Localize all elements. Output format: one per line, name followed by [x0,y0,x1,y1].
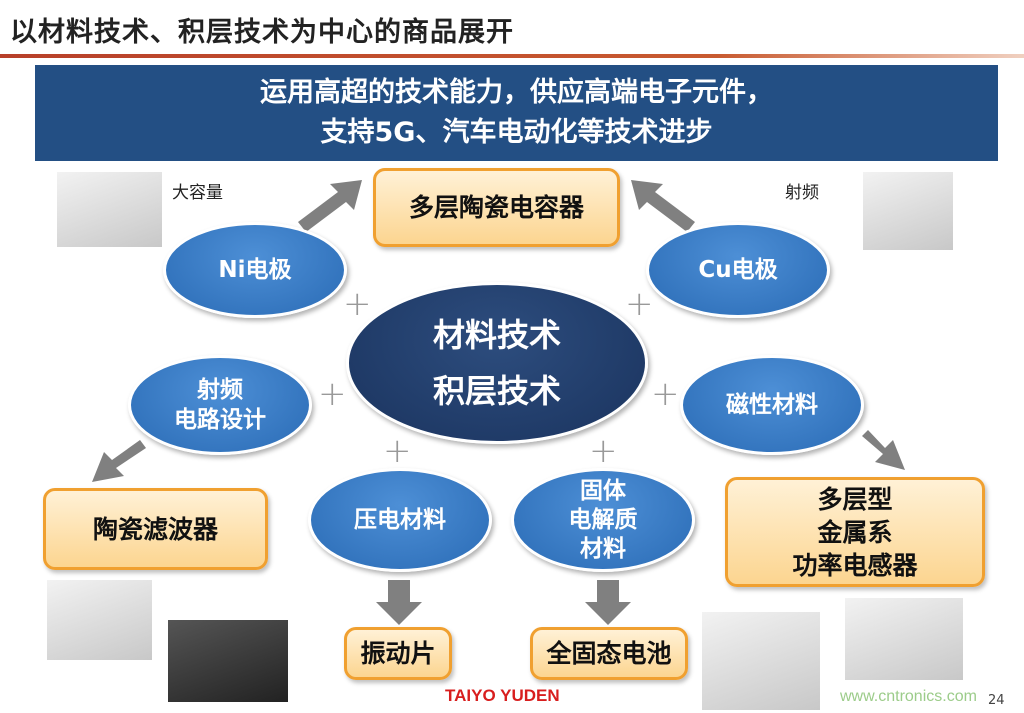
vibrator-product-image [168,620,288,702]
product-vibrator: 振动片 [344,627,452,680]
taiyo-yuden-logo: TAIYO YUDEN [445,686,560,705]
plus-sign: + [318,374,347,414]
tech-cu-electrode: Cu电极 [646,222,830,318]
tech-piezo-material: 压电材料 [308,468,492,572]
battery-product-image [702,612,820,710]
inductor-line-1: 多层型 [817,484,893,514]
arrow-solid-to-battery [585,580,631,625]
solid-line-1: 固体 [580,477,626,504]
mlcc-product-image [57,172,162,247]
plus-sign: + [651,374,680,414]
tech-magnetic-material: 磁性材料 [680,355,864,455]
product-solid-battery: 全固态电池 [530,627,688,680]
core-line-1: 材料技术 [432,316,561,354]
core-technology: 材料技术 积层技术 [346,282,648,444]
solid-line-3: 材料 [580,535,626,562]
product-mlcc: 多层陶瓷电容器 [373,168,620,247]
arrow-rf-to-filter [92,440,146,482]
core-line-2: 积层技术 [432,372,561,410]
tech-rf-circuit: 射频 电路设计 [128,355,312,455]
plus-sign: + [589,431,618,471]
page-title: 以材料技术、积层技术为中心的商品展开 [10,17,514,48]
inductor-line-3: 功率电感器 [792,550,918,580]
tech-solid-electrolyte: 固体 电解质 材料 [511,468,695,572]
tech-ni-electrode: Ni电极 [163,222,347,318]
plus-sign: + [625,284,654,324]
watermark: www.cntronics.com [840,688,977,705]
page-number: 24 [988,693,1005,708]
rf-label: 射频 [785,183,819,203]
inductor-product-image [845,598,963,680]
rf-product-image [863,172,953,250]
plus-sign: + [383,431,412,471]
arrow-cu-to-mlcc [631,180,695,232]
banner-line-2: 支持5G、汽车电动化等技术进步 [320,117,713,148]
banner-line-1: 运用高超的技术能力，供应高端电子元件， [260,77,773,108]
large-capacity-label: 大容量 [172,183,223,203]
product-ceramic-filter: 陶瓷滤波器 [43,488,268,570]
rf-line-1: 射频 [197,377,243,403]
product-power-inductor: 多层型 金属系 功率电感器 [725,477,985,587]
arrow-piezo-to-vibrator [376,580,422,625]
inductor-line-2: 金属系 [817,517,893,547]
headline-banner: 运用高超的技术能力，供应高端电子元件， 支持5G、汽车电动化等技术进步 [35,65,998,161]
solid-line-2: 电解质 [568,506,638,533]
filter-product-image [47,580,152,660]
plus-sign: + [343,284,372,324]
arrow-ni-to-mlcc [298,180,362,232]
title-divider [0,54,1024,58]
rf-line-2: 电路设计 [174,407,266,433]
arrow-magnetic-to-inductor [862,430,905,470]
